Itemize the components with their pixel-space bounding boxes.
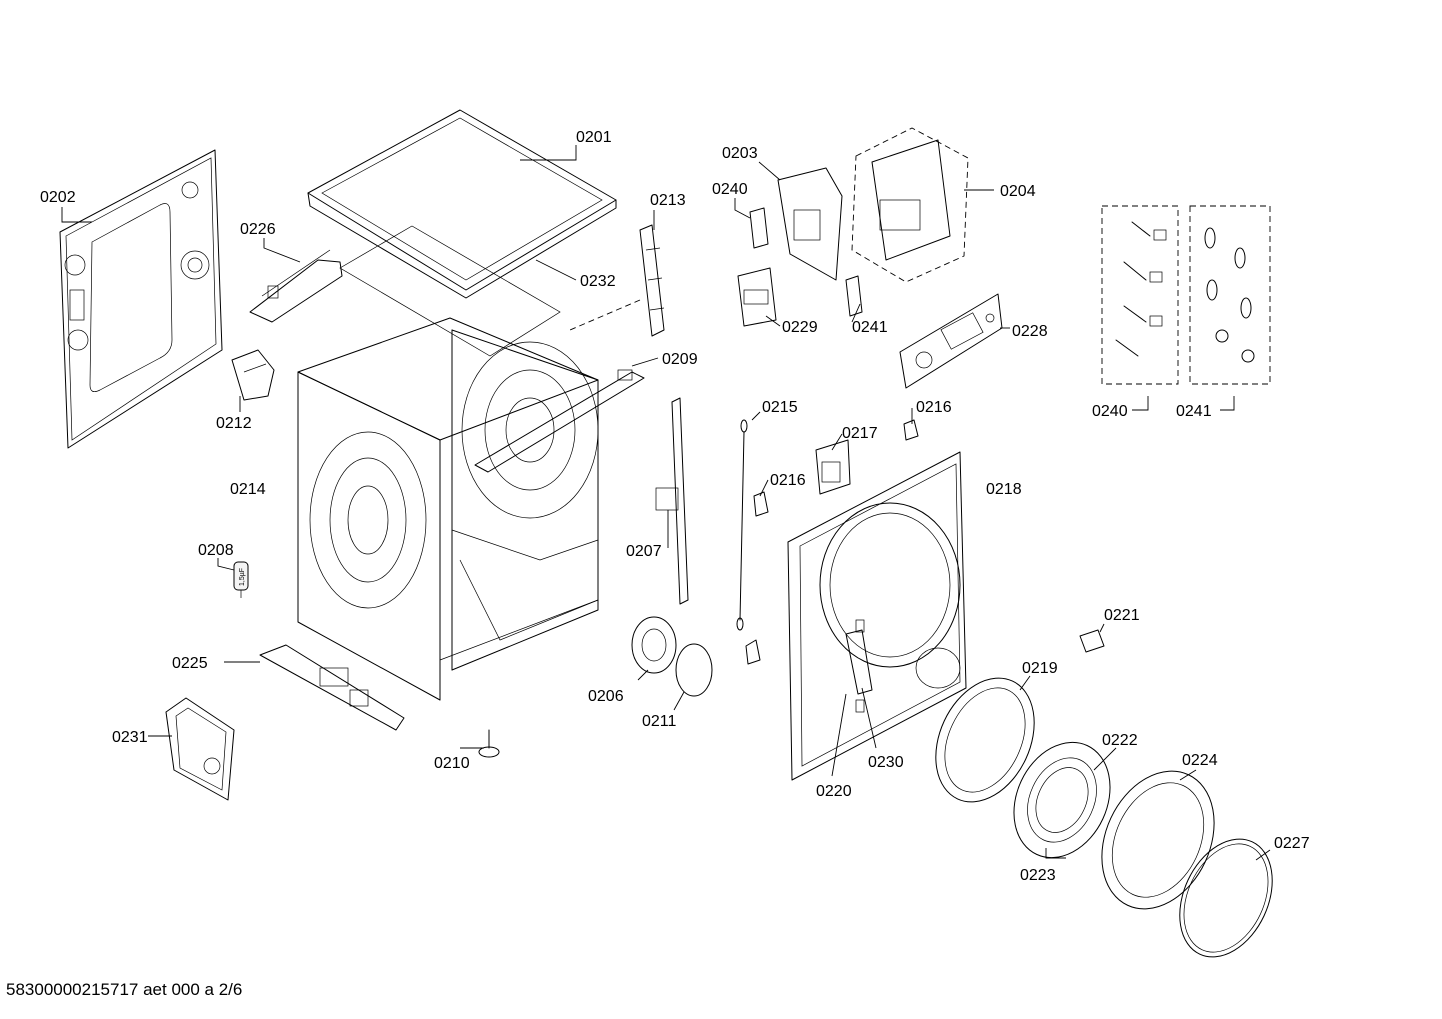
crossbar-0209-drawing [474, 369, 645, 473]
callout-0210: 0210 [434, 755, 470, 772]
callout-0206: 0206 [588, 688, 624, 705]
module-0231-drawing [165, 697, 235, 801]
callout-0227: 0227 [1274, 835, 1310, 852]
callout-0241-kit: 0241 [1176, 403, 1212, 420]
callout-0214: 0214 [230, 481, 266, 498]
part-0221-drawing [1079, 629, 1105, 653]
rear-panel-drawing [59, 149, 223, 449]
callout-0228: 0228 [1012, 323, 1048, 340]
callout-0223: 0223 [1020, 867, 1056, 884]
screw-kit-0241-drawing [1189, 205, 1271, 385]
pcb-0204-drawing [851, 127, 969, 283]
callout-0213: 0213 [650, 192, 686, 209]
ring-0227-drawing [1179, 838, 1273, 958]
callout-0204: 0204 [1000, 183, 1036, 200]
callout-labels: 0202 0201 0203 0204 0240 0213 0226 0232 … [40, 129, 1310, 884]
cabinet-drawing [297, 317, 599, 701]
callout-0215: 0215 [762, 399, 798, 416]
callout-0203: 0203 [722, 145, 758, 162]
callout-0201: 0201 [576, 129, 612, 146]
top-cover-drawing [307, 109, 617, 299]
part-0225-drawing [259, 644, 405, 731]
part-0219-drawing [845, 619, 873, 713]
callout-0225: 0225 [172, 655, 208, 672]
foot-drawing [478, 729, 500, 758]
capacitor-drawing: 1,5µF [233, 561, 249, 598]
callout-0229: 0229 [782, 319, 818, 336]
part-0229-drawing [737, 267, 777, 327]
cover-disc-drawing [675, 643, 713, 697]
part-0217-drawing [815, 439, 851, 495]
callout-0216-lower: 0216 [770, 472, 806, 489]
front-panel-drawing [787, 451, 967, 781]
callout-0219: 0220 [816, 783, 852, 800]
callout-0241-upper: 0241 [852, 319, 888, 336]
callout-0240-kit: 0240 [1092, 403, 1128, 420]
part-0206-drawing [631, 616, 677, 674]
ring-0220-drawing [935, 677, 1035, 803]
callout-0218: 0218 [986, 481, 1022, 498]
document-reference: 58300000215717 aet 000 a 2/6 [6, 980, 243, 999]
callout-0207: 0207 [626, 543, 662, 560]
callout-0211: 0211 [642, 713, 677, 730]
housing-0203-drawing [777, 167, 843, 281]
callout-0208: 0208 [198, 542, 234, 559]
part-0241-upper-drawing [845, 275, 863, 317]
callout-0224: 0224 [1182, 752, 1218, 769]
rail-0207-drawing [655, 397, 689, 605]
clip-0216-drawing [745, 419, 919, 665]
callout-0240-upper: 0240 [712, 181, 748, 198]
part-0212-drawing [231, 349, 275, 401]
callout-0232: 0232 [580, 273, 616, 290]
bracket-0226-drawing [249, 249, 343, 323]
callout-0202: 0202 [40, 189, 76, 206]
callout-0216-upper: 0216 [916, 399, 952, 416]
door-window-drawing [1013, 741, 1111, 859]
callout-0209: 0209 [662, 351, 698, 368]
part-0240-upper-drawing [749, 207, 769, 249]
callout-0230: 0230 [868, 754, 904, 771]
callout-0217: 0217 [842, 425, 878, 442]
callout-0212: 0212 [216, 415, 252, 432]
callout-0221: 0221 [1104, 607, 1140, 624]
callout-0231: 0231 [112, 729, 148, 746]
top-sheet-drawing [339, 225, 561, 357]
screw-kit-0240-drawing [1101, 205, 1179, 385]
ring-0224-drawing [1101, 770, 1215, 910]
capacitor-marking: 1,5µF [239, 568, 246, 586]
callout-0226: 0226 [240, 221, 276, 238]
leader-lines [61, 145, 1271, 861]
control-panel-drawing [899, 293, 1003, 389]
strip-0213-drawing [569, 224, 665, 337]
cable-0215-drawing [736, 419, 748, 631]
callout-0222: 0222 [1102, 732, 1138, 749]
callout-0220: 0219 [1022, 660, 1058, 677]
